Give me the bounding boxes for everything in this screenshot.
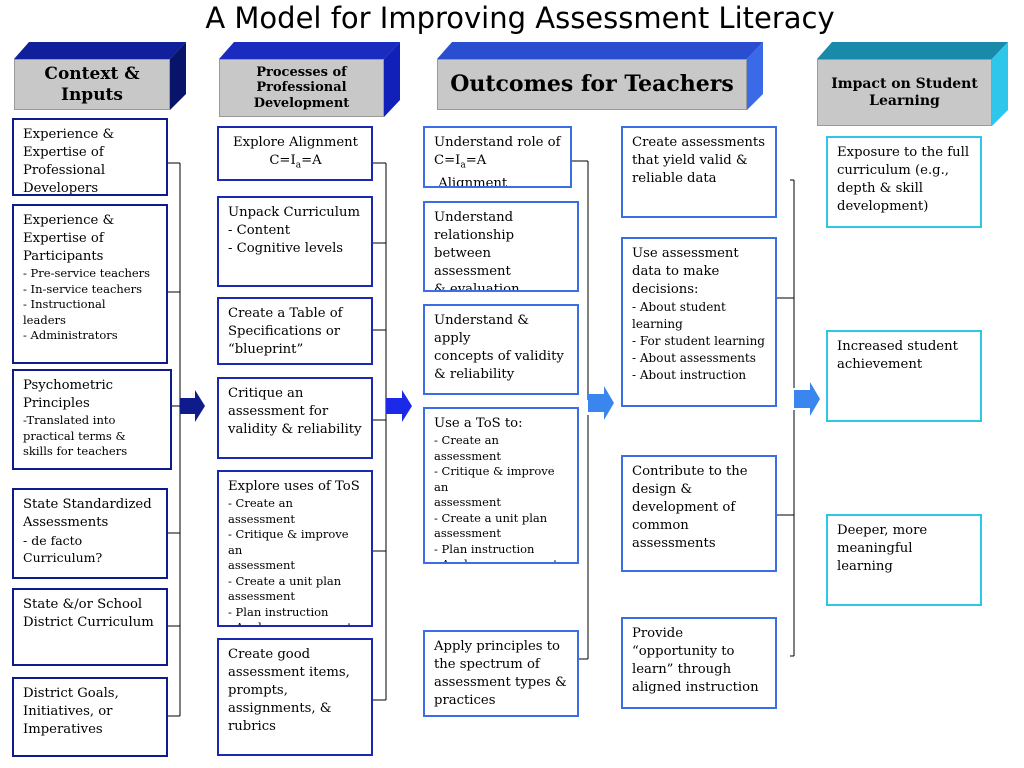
- context-box-professional-developers: Experience & Expertise of Professional D…: [12, 118, 168, 196]
- impact-box-student-achievement: Increased student achievement: [826, 330, 982, 422]
- outcomes-right-bracket: [777, 179, 795, 657]
- outcome-box-opportunity-to-learn: Provide “opportunity to learn” through a…: [621, 617, 777, 709]
- arrow-context-to-processes: [180, 390, 205, 422]
- process-box-create-items: Create good assessment items, prompts, a…: [217, 638, 373, 756]
- diagram-title: A Model for Improving Assessment Literac…: [205, 1, 835, 35]
- outcome-box-valid-reliable-data: Create assessments that yield valid & re…: [621, 126, 777, 218]
- processes-bracket: [373, 162, 387, 701]
- arrow-processes-to-outcomes: [386, 390, 412, 422]
- arrow-outcomes-to-outcomes: [588, 386, 614, 420]
- process-box-unpack-curriculum: Unpack Curriculum - Content - Cognitive …: [217, 196, 373, 287]
- outcome-box-use-tos: Use a ToS to: - Create an assessment - C…: [423, 407, 579, 564]
- process-box-table-of-specifications: Create a Table of Specifications or “blu…: [217, 297, 373, 365]
- process-box-critique-assessment: Critique an assessment for validity & re…: [217, 377, 373, 459]
- context-box-curriculum: State &/or School District Curriculum: [12, 588, 168, 666]
- outcome-box-role-of-alignment: Understand role of C=Ia=A Alignment: [423, 126, 572, 188]
- process-box-explore-uses-tos: Explore uses of ToS - Create an assessme…: [217, 470, 373, 627]
- flow-arrows: [180, 382, 820, 422]
- impact-box-full-curriculum: Exposure to the full curriculum (e.g., d…: [826, 136, 982, 228]
- context-box-district-goals: District Goals, Initiatives, or Imperati…: [12, 677, 168, 757]
- outcome-box-assessment-evaluation: Understand relationship between assessme…: [423, 201, 579, 292]
- context-box-psychometric-principles: Psychometric Principles -Translated into…: [12, 369, 172, 470]
- impact-box-deeper-learning: Deeper, more meaningful learning: [826, 514, 982, 606]
- outcome-box-validity-reliability: Understand & apply concepts of validity …: [423, 304, 579, 395]
- outcome-box-use-assessment-data: Use assessment data to make decisions: -…: [621, 237, 777, 407]
- context-box-participants: Experience & Expertise of Participants -…: [12, 204, 168, 364]
- outcome-box-common-assessments: Contribute to the design & development o…: [621, 455, 777, 572]
- header-3d-faces: [14, 42, 1008, 126]
- context-bracket: [168, 162, 181, 717]
- outcome-box-apply-principles: Apply principles to the spectrum of asse…: [423, 630, 579, 717]
- outcomes-left-bracket: [572, 160, 589, 660]
- process-box-explore-alignment: Explore Alignment C=Ia=A: [217, 126, 373, 181]
- context-box-state-assessments: State Standardized Assessments - de fact…: [12, 488, 168, 579]
- arrow-outcomes-to-impact: [794, 382, 820, 416]
